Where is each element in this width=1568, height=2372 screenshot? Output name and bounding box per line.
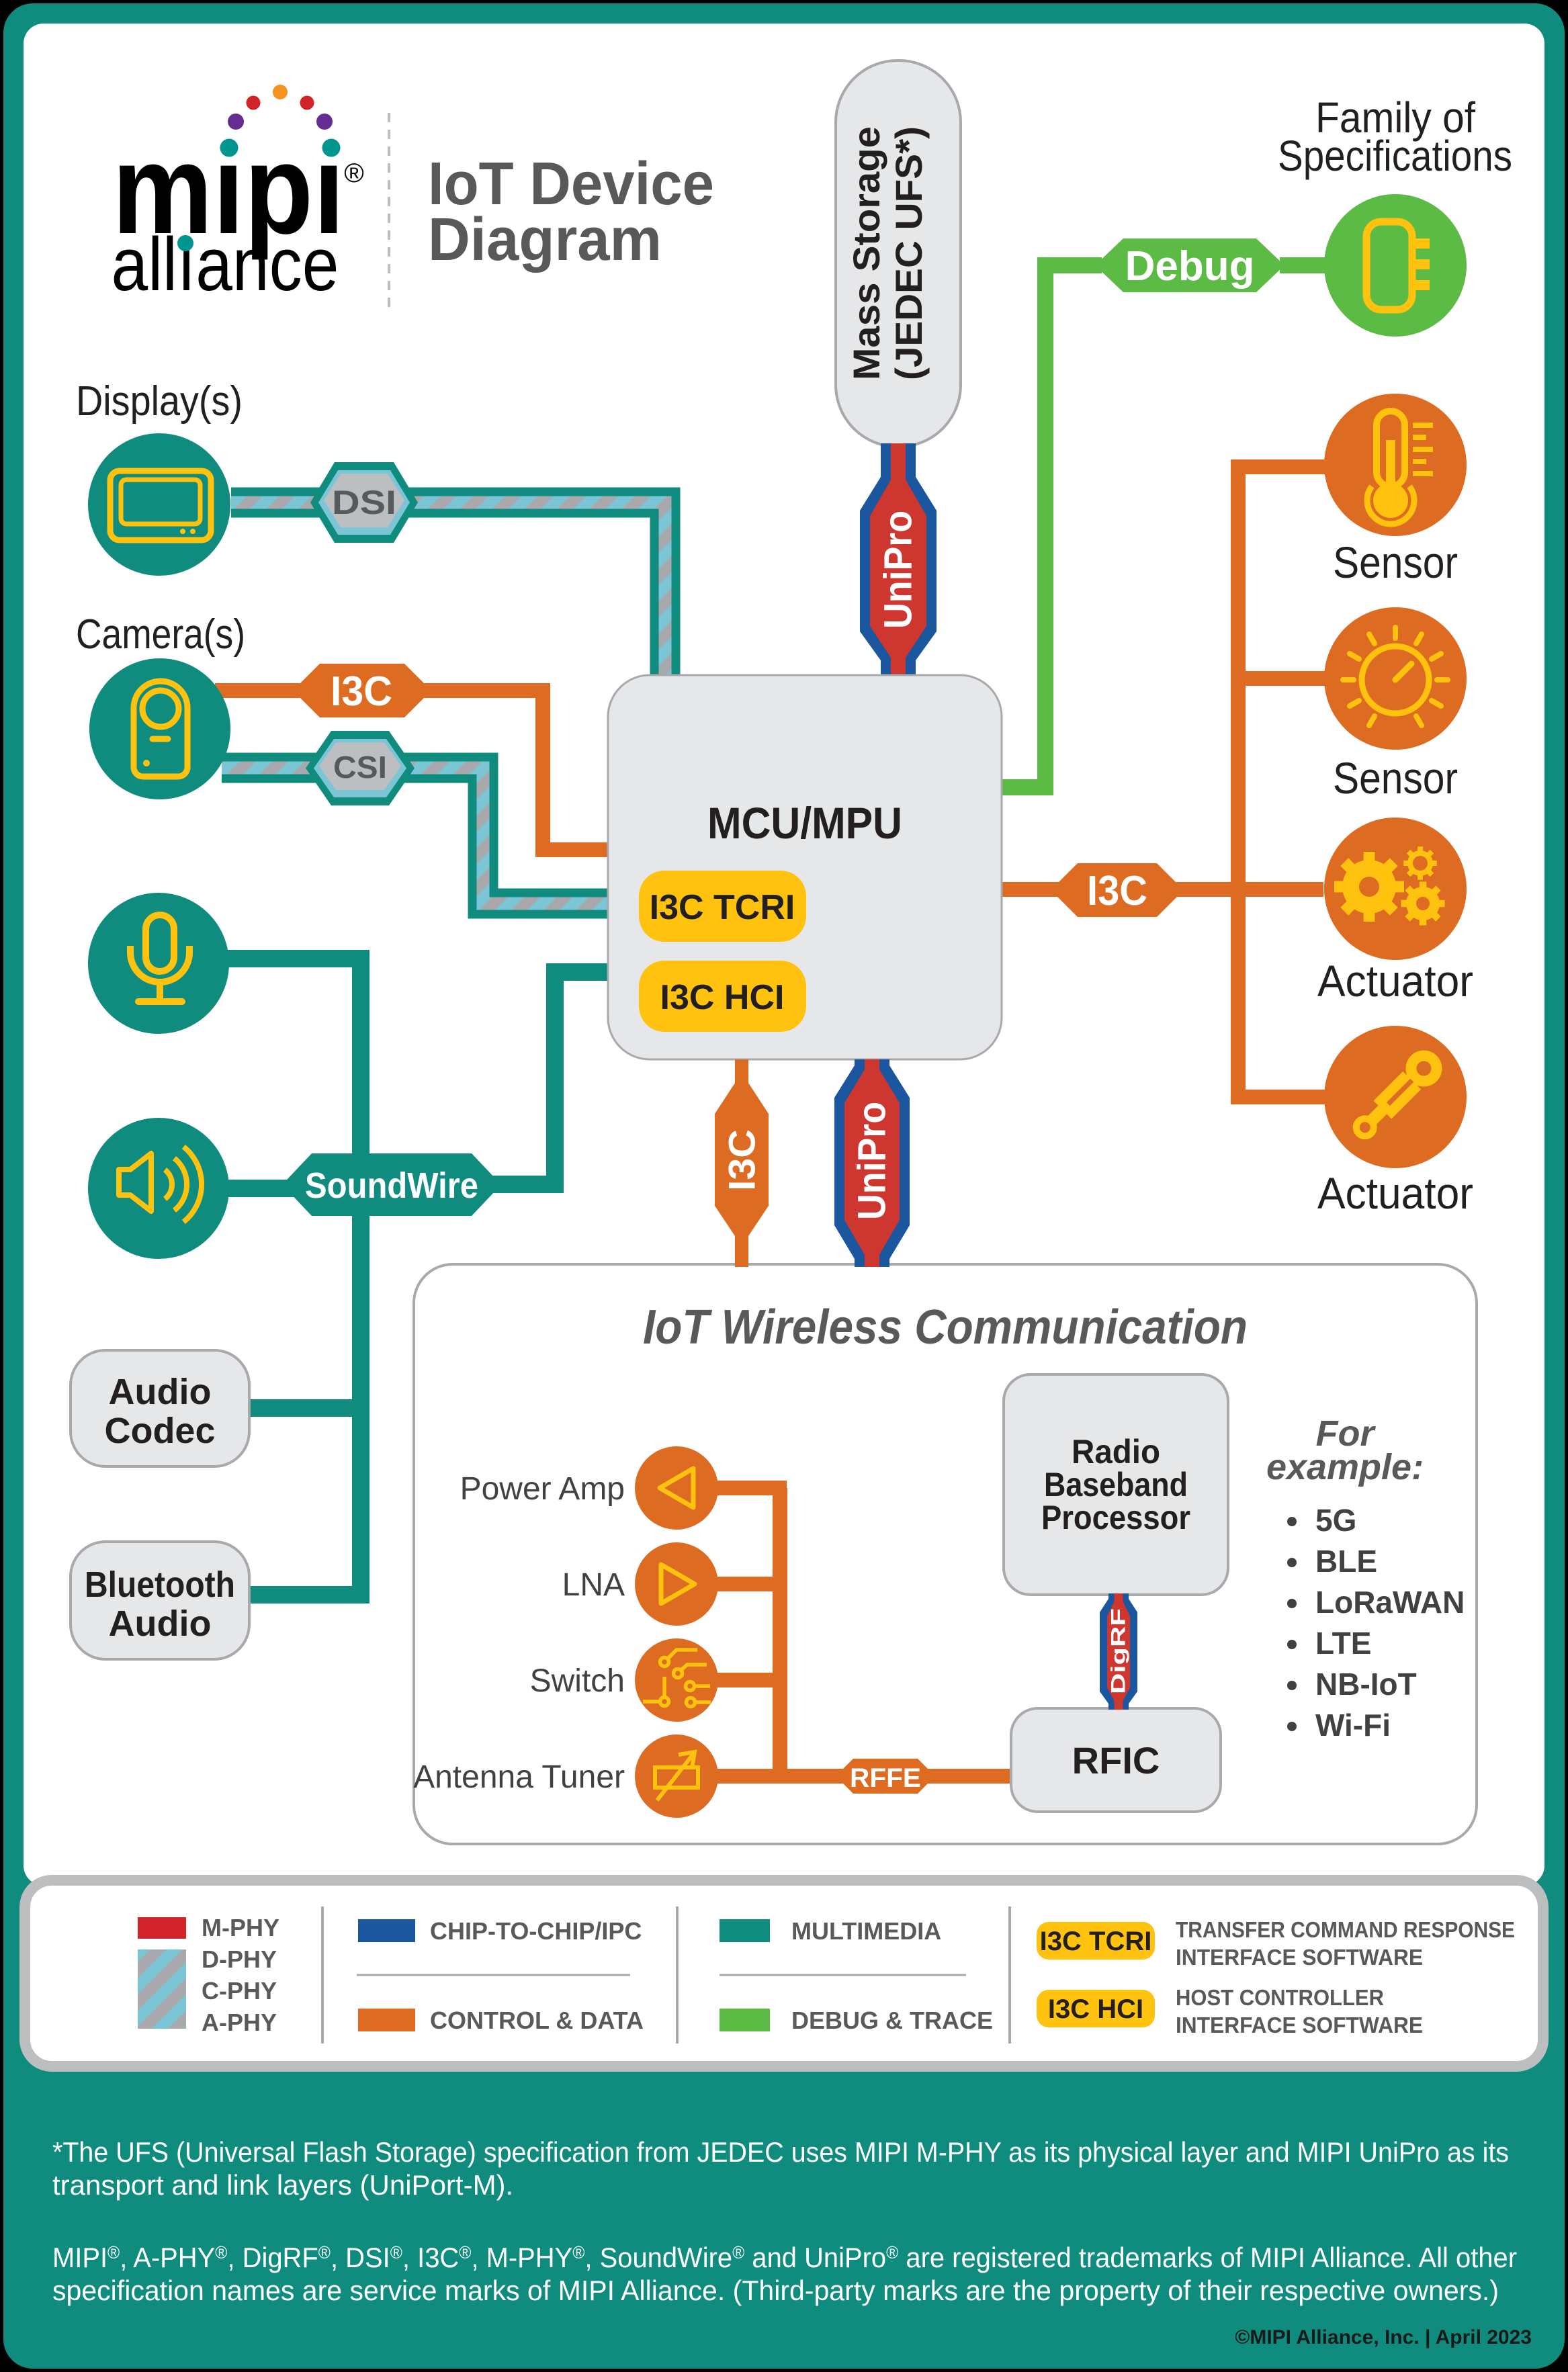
svg-text:specification names are servic: specification names are service marks of…	[52, 2275, 1499, 2306]
svg-text:I3C TCRI: I3C TCRI	[1040, 1927, 1152, 1956]
svg-text:TRANSFER COMMAND RESPONSE: TRANSFER COMMAND RESPONSE	[1176, 1917, 1515, 1942]
svg-text:DigRF: DigRF	[1108, 1608, 1130, 1694]
svg-text:Display(s): Display(s)	[76, 378, 243, 425]
svg-text:NB-IoT: NB-IoT	[1315, 1667, 1417, 1702]
svg-text:mıpı: mıpı	[112, 118, 345, 261]
svg-text:I3C: I3C	[1087, 868, 1147, 914]
svg-text:MCU/MPU: MCU/MPU	[707, 798, 902, 848]
svg-text:HOST CONTROLLER: HOST CONTROLLER	[1176, 1985, 1384, 2010]
svg-text:IoT Wireless Communication: IoT Wireless Communication	[643, 1301, 1248, 1354]
svg-text:I3C HCI: I3C HCI	[660, 978, 785, 1017]
svg-text:I3C: I3C	[331, 668, 392, 715]
svg-text:Specifications: Specifications	[1278, 132, 1512, 180]
svg-text:LNA: LNA	[562, 1567, 625, 1603]
svg-text:DEBUG & TRACE: DEBUG & TRACE	[791, 2007, 993, 2034]
svg-text:Sensor: Sensor	[1333, 537, 1458, 587]
svg-text:RFIC: RFIC	[1072, 1739, 1160, 1782]
svg-text:5G: 5G	[1315, 1503, 1356, 1538]
svg-text:Camera(s): Camera(s)	[76, 611, 245, 658]
svg-text:Actuator: Actuator	[1317, 1168, 1473, 1218]
svg-text:Codec: Codec	[104, 1411, 215, 1451]
svg-text:®: ®	[344, 159, 363, 188]
svg-text:CONTROL & DATA: CONTROL & DATA	[430, 2007, 644, 2034]
svg-text:CHIP-TO-CHIP/IPC: CHIP-TO-CHIP/IPC	[430, 1917, 642, 1945]
svg-text:RFFE: RFFE	[850, 1763, 921, 1793]
svg-text:*The UFS (Universal Flash Stor: *The UFS (Universal Flash Storage) speci…	[52, 2136, 1509, 2168]
svg-text:Family of: Family of	[1315, 93, 1475, 142]
svg-text:M-PHY: M-PHY	[202, 1914, 279, 1941]
svg-text:Wi-Fi: Wi-Fi	[1315, 1708, 1391, 1743]
svg-text:©MIPI Alliance, Inc. | April 2: ©MIPI Alliance, Inc. | April 2023	[1235, 2326, 1532, 2348]
svg-text:DSI: DSI	[332, 484, 396, 521]
svg-text:allıance: allıance	[112, 222, 339, 306]
svg-text:For: For	[1316, 1413, 1377, 1454]
svg-text:Switch: Switch	[530, 1663, 625, 1699]
svg-text:I3C TCRI: I3C TCRI	[650, 888, 795, 927]
svg-text:Radio: Radio	[1072, 1433, 1160, 1470]
svg-text:C-PHY: C-PHY	[202, 1977, 277, 2005]
svg-text:Power Amp: Power Amp	[460, 1471, 625, 1507]
svg-text:Sensor: Sensor	[1333, 753, 1458, 803]
svg-text:SoundWire: SoundWire	[305, 1166, 478, 1206]
svg-text:CSI: CSI	[333, 750, 387, 785]
svg-text:I3C HCI: I3C HCI	[1048, 1994, 1143, 2024]
svg-text:Baseband: Baseband	[1044, 1466, 1188, 1503]
svg-text:INTERFACE SOFTWARE: INTERFACE SOFTWARE	[1176, 1945, 1423, 1970]
svg-text:Audio: Audio	[109, 1604, 212, 1644]
svg-text:Debug: Debug	[1125, 243, 1255, 290]
svg-text:LTE: LTE	[1315, 1626, 1371, 1661]
svg-text:LoRaWAN: LoRaWAN	[1315, 1585, 1465, 1620]
svg-text:INTERFACE SOFTWARE: INTERFACE SOFTWARE	[1176, 2013, 1423, 2037]
svg-text:MIPI®​, A-PHY®​, DigRF®​, DSI®: MIPI®​, A-PHY®​, DigRF®​, DSI®​, I3C®​, …	[52, 2242, 1517, 2273]
svg-text:Bluetooth: Bluetooth	[85, 1565, 235, 1605]
svg-text:Mass Storage: Mass Storage	[845, 126, 887, 380]
svg-text:I3C: I3C	[721, 1129, 763, 1191]
svg-text:UniPro: UniPro	[851, 1102, 894, 1220]
svg-text:MULTIMEDIA: MULTIMEDIA	[791, 1917, 941, 1945]
svg-text:Audio: Audio	[109, 1372, 212, 1412]
svg-text:(JEDEC UFS*): (JEDEC UFS*)	[887, 126, 930, 380]
svg-text:example:: example:	[1266, 1447, 1424, 1487]
svg-text:D-PHY: D-PHY	[202, 1945, 277, 1973]
svg-text:Processor: Processor	[1041, 1499, 1190, 1536]
svg-text:IoT Device: IoT Device	[428, 150, 714, 218]
svg-text:transport and link layers (Uni: transport and link layers (UniPort-M).	[52, 2169, 513, 2201]
svg-text:Antenna Tuner: Antenna Tuner	[413, 1759, 625, 1795]
svg-text:A-PHY: A-PHY	[202, 2009, 277, 2036]
svg-text:Actuator: Actuator	[1317, 956, 1473, 1006]
svg-text:Diagram: Diagram	[428, 206, 662, 273]
svg-text:BLE: BLE	[1315, 1544, 1377, 1579]
svg-text:UniPro: UniPro	[877, 511, 920, 629]
